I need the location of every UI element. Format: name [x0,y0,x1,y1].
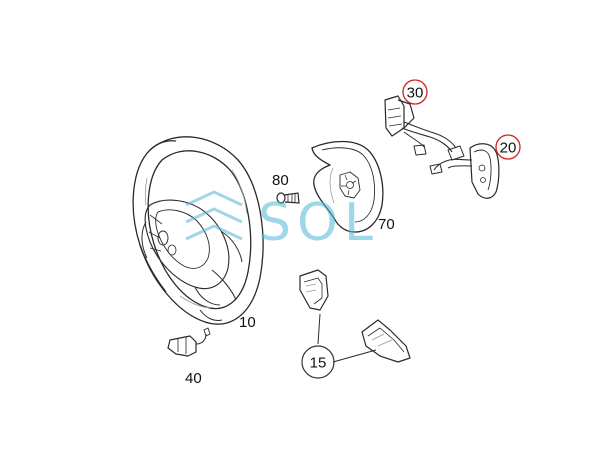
connector-bracket-drawing [167,327,211,357]
paddle-lower-drawing [361,319,411,363]
leader-lines-15 [317,313,377,363]
label-30: 30 [407,85,424,102]
steering-wheel-drawing [132,136,264,325]
label-30-circle [402,79,428,105]
watermark-logo-icon [185,190,243,241]
label-15: 15 [310,355,327,372]
label-20-circle [495,134,521,160]
bolt-drawing [276,192,300,204]
paddle-upper-drawing [299,269,329,311]
switch-left-drawing [384,95,465,161]
label-70: 70 [378,216,395,233]
label-10: 10 [239,314,256,331]
label-15-circle [301,345,335,379]
label-40: 40 [185,370,202,387]
watermark-text: SOL [258,193,379,253]
part-labels: 80 70 10 40 30 20 15 [185,79,521,387]
trim-cover-drawing [311,140,384,233]
label-80: 80 [272,172,289,189]
label-20: 20 [500,140,517,157]
switch-right-drawing [429,143,500,199]
watermark: SOL [185,190,379,253]
